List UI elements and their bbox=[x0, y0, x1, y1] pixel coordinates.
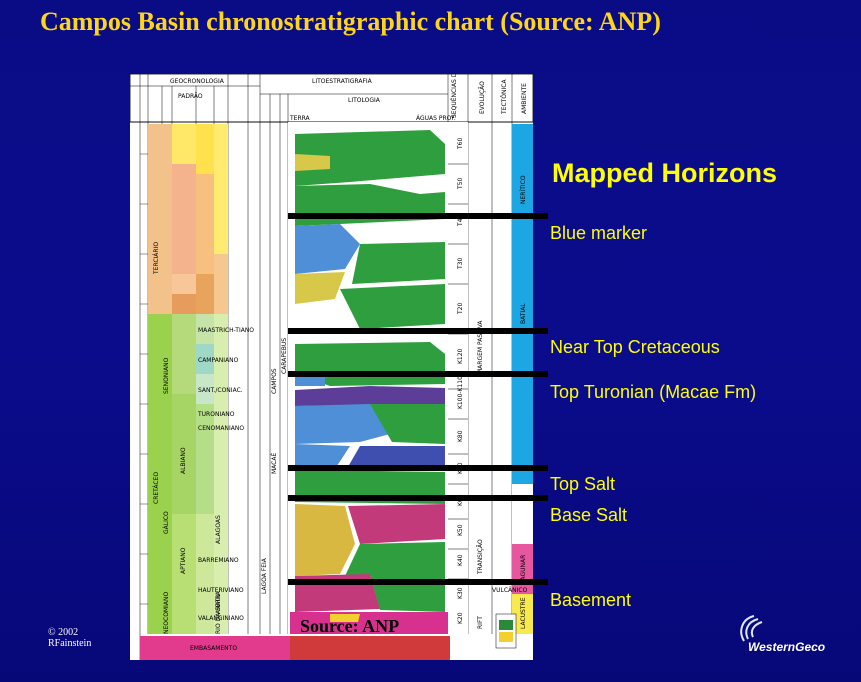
hdr-evolucao: EVOLUÇÃO bbox=[479, 81, 486, 114]
hdr-padrao: PADRÃO bbox=[178, 93, 203, 100]
stage-hauteriviano: HAUTERIVIANO bbox=[198, 587, 244, 594]
hdr-terra: TERRA bbox=[289, 115, 311, 122]
formation-lagoa-feia: LAGOA FEIA bbox=[261, 557, 268, 594]
stage-valanginiano: VALANGINIANO bbox=[198, 615, 244, 622]
sequence-label: T20 bbox=[457, 303, 464, 315]
sequence-label: K20 bbox=[457, 612, 464, 624]
sequence-label: T60 bbox=[457, 138, 464, 150]
period-cretaceo: CRETÁCEO bbox=[153, 472, 160, 504]
source-label: Source: ANP bbox=[300, 616, 400, 636]
sequence-label: K120 bbox=[457, 348, 464, 364]
sequence-label: K30 bbox=[457, 587, 464, 599]
sequence-label: T40 bbox=[457, 215, 464, 227]
period-terciario: TERCIÁRIO bbox=[153, 242, 160, 275]
stage-aratu: ARATU bbox=[215, 594, 222, 614]
horizon-line-top-salt bbox=[288, 465, 548, 471]
slide-title: Campos Basin chronostratigraphic chart (… bbox=[40, 7, 661, 36]
env-neritico: NERÍTICO bbox=[520, 175, 527, 204]
horizon-line-blue-marker bbox=[288, 213, 548, 219]
horizon-label: Top Salt bbox=[550, 474, 616, 494]
copyright-year: © 2002 bbox=[48, 627, 79, 638]
stage-turoniano: TURONIANO bbox=[197, 411, 235, 418]
tectonica-transicao: TRANSIÇÃO bbox=[477, 539, 484, 575]
formation-campos: CAMPOS bbox=[271, 368, 278, 394]
horizon-label: Basement bbox=[550, 590, 632, 610]
sequence-label: K100-K110 bbox=[457, 376, 464, 409]
hdr-sequencias: SEQUÊNCIAS DEPOSICIONAIS bbox=[450, 74, 458, 118]
stage-aptiano: APTIANO bbox=[180, 547, 187, 574]
stage-albiano: ALBIANO bbox=[180, 447, 187, 474]
horizon-label: Base Salt bbox=[550, 505, 628, 525]
mapped-horizons-heading: Mapped Horizons bbox=[552, 158, 778, 188]
formation-macae: MACAÉ bbox=[270, 453, 278, 474]
copyright-author: RFainstein bbox=[48, 638, 92, 649]
hdr-litoestratigrafia: LITOESTRATIGRAFIA bbox=[312, 78, 373, 85]
horizon-line-basement bbox=[288, 579, 548, 585]
basement-label: EMBASAMENTO bbox=[190, 645, 237, 652]
horizon-line-near-top-cretaceous bbox=[288, 328, 548, 334]
stage-santoniano: SANT./CONIAC. bbox=[198, 387, 243, 394]
copyright: © 2002 RFainstein bbox=[48, 627, 91, 649]
horizon-line-top-turonian bbox=[288, 371, 548, 377]
formation-carapebus: CARAPEBUS bbox=[281, 338, 288, 374]
sequence-label: T50 bbox=[457, 178, 464, 190]
horizon-label: Top Turonian (Macae Fm) bbox=[550, 382, 757, 402]
chronostratigraphic-chart: GEOCRONOLOGIA PADRÃO LITOESTRATIGRAFIA L… bbox=[130, 74, 533, 660]
sequence-label: K50 bbox=[457, 524, 464, 536]
hdr-aguas: ÁGUAS PROF. bbox=[416, 115, 456, 122]
sequence-label: T30 bbox=[457, 258, 464, 270]
hdr-ambiente: AMBIENTE bbox=[521, 83, 528, 114]
epoch-galico: GÁLICO bbox=[163, 511, 170, 534]
horizon-label: Near Top Cretaceous bbox=[550, 337, 720, 357]
hdr-geocronologia: GEOCRONOLOGIA bbox=[170, 78, 225, 85]
sequence-label: K80 bbox=[457, 430, 464, 442]
stage-rio-da-serra: RIO DA SERRA bbox=[215, 590, 222, 634]
stage-barremiano: BARREMIANO bbox=[198, 557, 239, 564]
tectonica-rift: RIFT bbox=[477, 616, 484, 629]
stage-campaniano: CAMPANIANO bbox=[198, 357, 239, 364]
env-vulcanico: VULCÂNICO bbox=[492, 587, 528, 594]
sequence-label: K40 bbox=[457, 554, 464, 566]
epoch-neocomiano: NEOCOMIANO bbox=[163, 592, 170, 634]
env-lacustre: LACUSTRE bbox=[520, 597, 527, 629]
stage-cenomaniano: CENOMANIANO bbox=[198, 425, 244, 432]
stage-alagoas: ALAGOAS bbox=[215, 515, 222, 544]
env-lagunar: LAGUNAR bbox=[520, 555, 527, 584]
hdr-litologia: LITOLOGIA bbox=[348, 97, 381, 104]
env-batial: BATIAL bbox=[520, 303, 527, 324]
hdr-tectonica: TECTÔNICA bbox=[501, 79, 508, 115]
chart-graphic: GEOCRONOLOGIA PADRÃO LITOESTRATIGRAFIA L… bbox=[130, 74, 533, 660]
epoch-senoniano: SENONIANO bbox=[163, 357, 170, 394]
westerngeco-logo-text: WesternGeco bbox=[748, 640, 826, 654]
stage-maastrichtiano: MAASTRICH-TIANO bbox=[198, 327, 254, 334]
westerngeco-logo-icon bbox=[740, 615, 763, 642]
tectonica-margem: MARGEM PASSIVA bbox=[477, 320, 484, 374]
horizon-label: Blue marker bbox=[550, 223, 648, 243]
horizon-line-base-salt bbox=[288, 495, 548, 501]
